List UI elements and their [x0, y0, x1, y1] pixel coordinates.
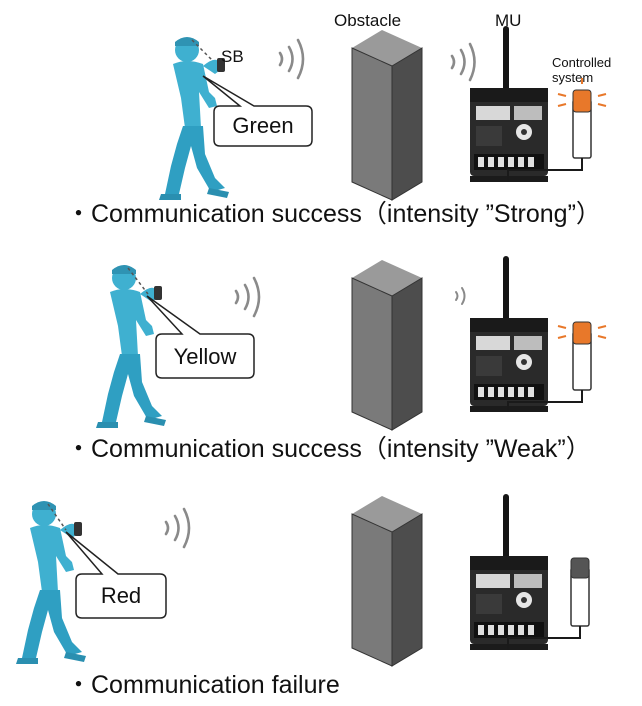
- obstacle-block-failure: [351, 495, 423, 667]
- mu-device-strong: [470, 26, 548, 182]
- speech-bubble-strong: [202, 75, 313, 147]
- mu-device-failure: [470, 494, 548, 650]
- wire-weak: [507, 390, 583, 412]
- mu-label: MU: [495, 11, 521, 30]
- obstacle-block-strong: [351, 29, 423, 201]
- lamp-weak: [557, 321, 607, 391]
- caption-failure: ・Communication failure: [66, 671, 340, 699]
- scenario-failure: Red ・Communication failure: [16, 494, 590, 699]
- signal-waves-strong-left: [278, 38, 305, 80]
- speech-bubble-failure: [65, 531, 167, 619]
- sb-label: SB: [221, 47, 244, 66]
- scenario-strong: SB Green Obstacle MU Controlled system: [66, 11, 611, 228]
- controlled-label-line1: Controlled: [552, 55, 611, 70]
- line-of-sight-strong: [191, 39, 213, 61]
- obstacle-block-weak: [351, 259, 423, 431]
- speech-bubble-weak: [146, 295, 255, 379]
- lamp-failure: [570, 557, 590, 627]
- wire-failure: [507, 626, 581, 650]
- caption-weak: ・Communication success（intensity ”Weak”）: [66, 435, 591, 463]
- bubble-text-strong: Green: [232, 113, 293, 138]
- bubble-text-failure: Red: [101, 583, 141, 608]
- signal-waves-failure-left: [164, 507, 191, 549]
- line-of-sight-failure: [47, 503, 67, 531]
- obstacle-label: Obstacle: [334, 11, 401, 30]
- caption-strong: ・Communication success（intensity ”Strong…: [66, 200, 601, 228]
- wire-strong: [507, 158, 583, 182]
- signal-waves-strong-right: [450, 42, 476, 82]
- scenario-weak: Yellow ・Communication success（intensity …: [66, 256, 607, 463]
- mu-device-weak: [470, 256, 548, 412]
- signal-waves-weak-left: [234, 276, 261, 318]
- controlled-label-line2: system: [552, 70, 593, 85]
- lamp-strong: [557, 78, 607, 159]
- bubble-text-weak: Yellow: [174, 344, 237, 369]
- signal-waves-weak-right: [455, 287, 466, 305]
